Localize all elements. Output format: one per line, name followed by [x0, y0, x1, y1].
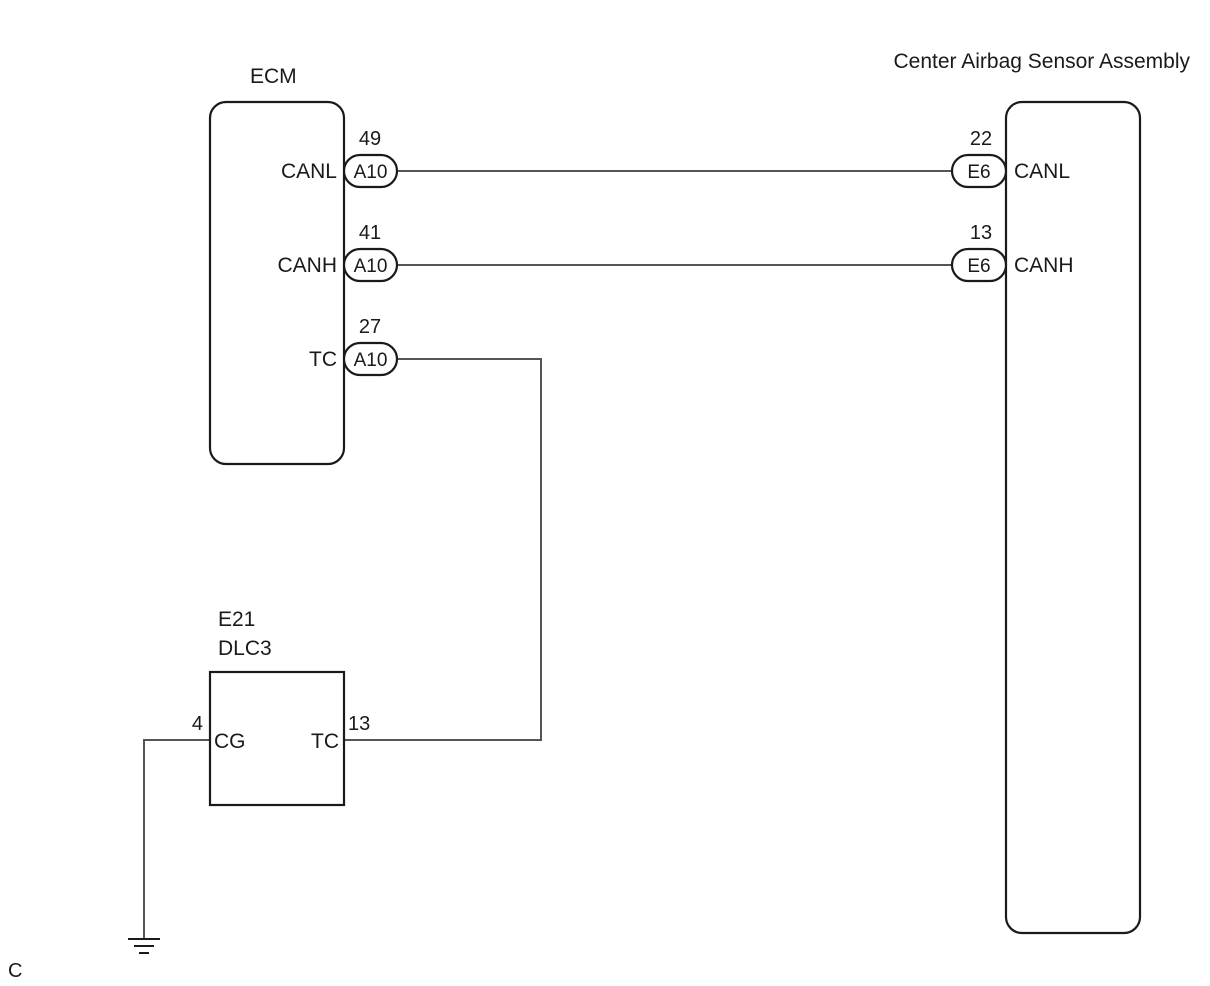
- dlc3-pin-number-13: 13: [348, 713, 370, 735]
- airbag-sensor-component: Center Airbag Sensor Assembly 22 E6 CANL…: [894, 50, 1191, 935]
- dlc3-pin-signal-cg: CG: [214, 730, 246, 753]
- airbag-connector-canh-label: E6: [967, 256, 990, 277]
- dlc3-component: E21 DLC3 4 CG 13 TC: [192, 608, 370, 807]
- ecm-connector-canh: [342, 247, 399, 283]
- airbag-connector-canl-label: E6: [967, 162, 990, 183]
- ecm-pin-number-27: 27: [359, 316, 381, 338]
- dlc3-pin-number-4: 4: [192, 713, 203, 735]
- ecm-connector-canl-label: A10: [354, 162, 388, 183]
- ecm-connector-canl: [342, 153, 399, 189]
- ecm-pin-signal-canh: CANH: [277, 254, 337, 277]
- dlc3-code: E21: [218, 608, 255, 631]
- airbag-sensor-title: Center Airbag Sensor Assembly: [894, 50, 1191, 73]
- dlc3-name: DLC3: [218, 637, 272, 660]
- dlc3-box: [208, 670, 346, 807]
- ecm-pin-number-49: 49: [359, 128, 381, 150]
- airbag-pin-signal-canh: CANH: [1014, 254, 1074, 277]
- ecm-connector-tc-label: A10: [354, 350, 388, 371]
- wires: [143, 170, 952, 938]
- ground-icon: [128, 938, 160, 954]
- airbag-pin-signal-canl: CANL: [1014, 160, 1070, 183]
- ecm-connector-canh-label: A10: [354, 256, 388, 277]
- ecm-connector-tc: [342, 341, 399, 377]
- wire-cg-ground: [143, 739, 210, 938]
- ecm-pin-number-41: 41: [359, 222, 381, 244]
- ecm-title: ECM: [250, 65, 297, 88]
- dlc3-pin-signal-tc: TC: [311, 730, 339, 753]
- airbag-connector-canl: [950, 153, 1008, 189]
- wire-tc: [344, 358, 542, 741]
- airbag-pin-number-13: 13: [970, 222, 992, 244]
- ecm-component: ECM CANL 49 A10 CANH 41 A10 TC 27 A10: [208, 65, 399, 466]
- ecm-box: [208, 100, 346, 466]
- airbag-pin-number-22: 22: [970, 128, 992, 150]
- ecm-pin-signal-tc: TC: [309, 348, 337, 371]
- ecm-pin-signal-canl: CANL: [281, 160, 337, 183]
- airbag-sensor-box: [1004, 100, 1142, 935]
- airbag-connector-canh: [950, 247, 1008, 283]
- footer-mark: C: [8, 960, 22, 982]
